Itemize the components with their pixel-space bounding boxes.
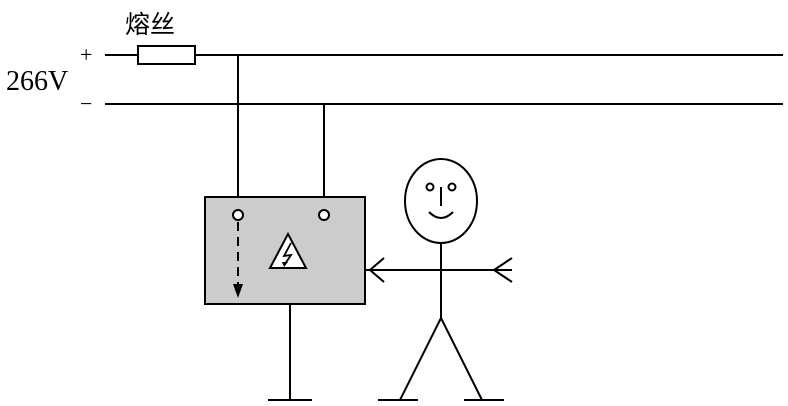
person-figure — [365, 158, 513, 401]
person-left-leg — [399, 317, 442, 401]
plus-sign: + — [80, 42, 92, 67]
person-right-eye — [447, 182, 457, 192]
high-voltage-warning-icon — [268, 231, 308, 269]
person-right-leg — [440, 317, 483, 401]
fuse-label: 熔丝 — [125, 11, 175, 39]
leakage-arrow-head-icon — [233, 284, 243, 298]
neutral-terminal — [318, 209, 330, 221]
live-terminal — [232, 209, 244, 221]
voltage-label: 266V — [6, 66, 68, 97]
fuse-symbol — [137, 45, 196, 65]
person-mouth — [428, 211, 454, 219]
person-left-hand — [368, 257, 385, 283]
person-right-hand — [492, 257, 513, 283]
person-left-eye — [425, 182, 435, 192]
minus-sign: − — [80, 91, 92, 116]
